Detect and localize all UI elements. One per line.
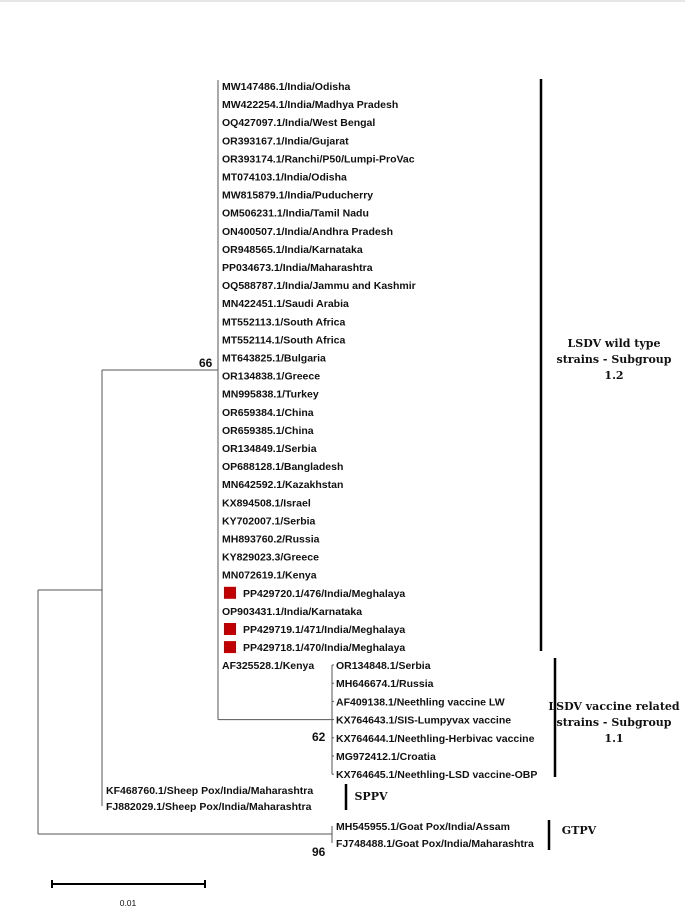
- leaf-label: KX764645.1/Neethling-LSD vaccine-OBP: [336, 769, 537, 781]
- leaf-label: MW422254.1/India/Madhya Pradesh: [222, 99, 398, 111]
- leaf-label: MW815879.1/India/Puducherry: [222, 190, 373, 202]
- highlight-marker: [224, 623, 236, 635]
- leaf-label: MN995838.1/Turkey: [222, 389, 319, 401]
- leaf-label: MG972412.1/Croatia: [336, 751, 436, 763]
- leaf-label: OQ588787.1/India/Jammu and Kashmir: [222, 280, 416, 292]
- leaf-label: AF325528.1/Kenya: [222, 660, 314, 672]
- leaf-label: KX764644.1/Neethling-Herbivac vaccine: [336, 733, 535, 745]
- leaf-label: PP429718.1/470/India/Meghalaya: [243, 642, 405, 654]
- highlight-marker: [224, 641, 236, 654]
- leaf-label: KY702007.1/Serbia: [222, 515, 316, 527]
- leaf-label: PP429719.1/471/India/Meghalaya: [243, 624, 405, 636]
- leaf-label: KX764643.1/SIS-Lumpyvax vaccine: [336, 715, 511, 727]
- leaf-label: MN642592.1/Kazakhstan: [222, 479, 343, 491]
- leaf-label: ON400507.1/India/Andhra Pradesh: [222, 226, 393, 238]
- leaf-label: MW147486.1/India/Odisha: [222, 81, 351, 93]
- leaf-label: OR134849.1/Serbia: [222, 443, 317, 455]
- group-label: strains - Subgroup: [557, 353, 672, 366]
- leaf-label: MH646674.1/Russia: [336, 678, 434, 690]
- leaf-label: FJ748488.1/Goat Pox/India/Maharashtra: [336, 838, 534, 850]
- group-label: LSDV vaccine related: [548, 700, 679, 713]
- leaf-label: OR948565.1/India/Karnataka: [222, 244, 363, 256]
- leaf-label: OP903431.1/India/Karnataka: [222, 606, 362, 618]
- leaf-label: FJ882029.1/Sheep Pox/India/Maharashtra: [106, 801, 312, 813]
- bootstrap-value-96: 96: [312, 845, 326, 859]
- group-label: strains - Subgroup: [557, 716, 672, 729]
- leaf-label: MN072619.1/Kenya: [222, 570, 317, 582]
- bootstrap-value-66: 66: [199, 356, 213, 370]
- leaf-label: OR134838.1/Greece: [222, 371, 320, 383]
- group-label: GTPV: [562, 824, 597, 837]
- leaf-label: MN422451.1/Saudi Arabia: [222, 298, 349, 310]
- leaf-label: KY829023.3/Greece: [222, 552, 319, 564]
- leaf-label: MH893760.2/Russia: [222, 534, 320, 546]
- leaf-label: KF468760.1/Sheep Pox/India/Maharashtra: [106, 785, 313, 797]
- leaf-label: OR659384.1/China: [222, 407, 314, 419]
- leaf-label: MH545955.1/Goat Pox/India/Assam: [336, 821, 510, 833]
- leaf-label: OQ427097.1/India/West Bengal: [222, 117, 375, 129]
- leaf-label: MT643825.1/Bulgaria: [222, 353, 326, 365]
- bootstrap-value-62: 62: [312, 730, 326, 744]
- highlight-marker: [224, 586, 236, 599]
- group-label: 1.1: [604, 732, 623, 745]
- group-label: 1.2: [604, 369, 623, 382]
- leaf-label: OR393167.1/India/Gujarat: [222, 135, 349, 147]
- leaf-label: AF409138.1/Neethling vaccine LW: [336, 696, 505, 708]
- leaf-label: OR659385.1/China: [222, 425, 314, 437]
- leaf-label: OR393174.1/Ranchi/P50/Lumpi-ProVac: [222, 153, 415, 165]
- scale-bar-label: 0.01: [120, 898, 137, 908]
- leaf-label: OP688128.1/Bangladesh: [222, 461, 343, 473]
- group-label: SPPV: [354, 790, 387, 803]
- group-label: LSDV wild type: [568, 337, 661, 350]
- leaf-label: PP429720.1/476/India/Meghalaya: [243, 588, 405, 600]
- top-rule: [0, 0, 685, 2]
- leaf-label: PP034673.1/India/Maharashtra: [222, 262, 373, 274]
- leaf-label: MT552114.1/South Africa: [222, 334, 345, 346]
- leaf-label: MT074103.1/India/Odisha: [222, 172, 347, 184]
- leaf-label: MT552113.1/South Africa: [222, 316, 345, 328]
- leaf-label: KX894508.1/Israel: [222, 497, 311, 509]
- leaf-label: OM506231.1/India/Tamil Nadu: [222, 208, 369, 220]
- leaf-label: OR134848.1/Serbia: [336, 660, 431, 672]
